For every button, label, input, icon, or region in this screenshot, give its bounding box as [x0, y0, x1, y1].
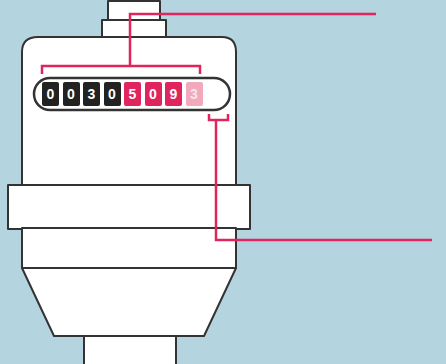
leader-line	[130, 14, 376, 66]
counter-digit: 0	[63, 82, 80, 106]
counter-window	[34, 78, 230, 110]
counter-digit: 0	[42, 82, 59, 106]
counter-digit: 5	[124, 82, 141, 106]
meter-lower-body	[22, 228, 236, 268]
bracket	[209, 114, 228, 120]
counter-digit: 3	[186, 82, 203, 106]
meter-cap	[108, 1, 160, 21]
counter-digit: 0	[145, 82, 162, 106]
counter-digit: 9	[165, 82, 182, 106]
meter-neck	[102, 20, 166, 38]
meter-outlet	[84, 336, 176, 364]
meter-taper	[22, 268, 236, 336]
counter-digit: 0	[104, 82, 121, 106]
leader-line	[216, 120, 432, 240]
meter-collar	[8, 185, 250, 229]
counter-digit: 3	[83, 82, 100, 106]
bracket	[42, 66, 200, 74]
